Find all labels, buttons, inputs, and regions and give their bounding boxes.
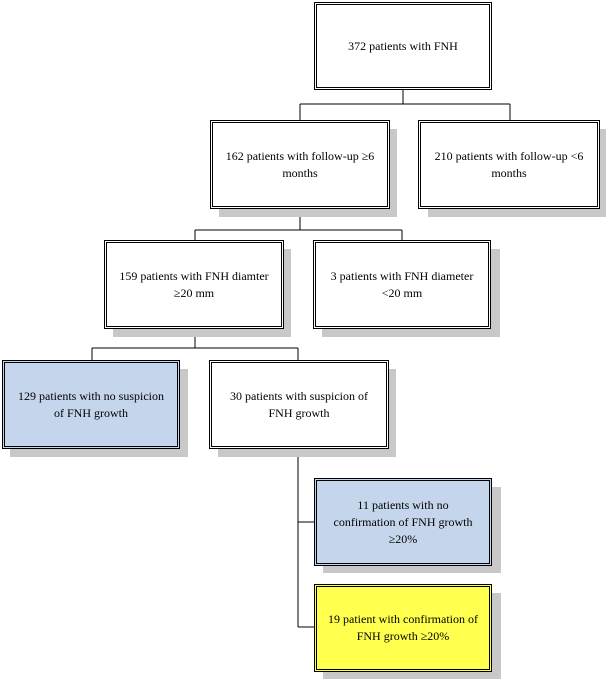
node-root: 372 patients with FNH: [314, 2, 492, 90]
node-suspicion-text: 30 patients with suspicion of FNH growth: [230, 388, 368, 420]
node-no-suspicion: 129 patients with no suspicion of FNH gr…: [2, 360, 180, 449]
node-confirmation: 19 patient with confirmation of FNH grow…: [314, 584, 492, 672]
node-diameter-lt20-text: 3 patients with FNH diameter <20 mm: [330, 268, 474, 300]
node-no-suspicion-text: 129 patients with no suspicion of FNH gr…: [18, 388, 164, 420]
node-suspicion: 30 patients with suspicion of FNH growth: [209, 360, 389, 449]
node-no-confirmation: 11 patients with no confirmation of FNH …: [314, 478, 492, 566]
node-diameter-ge20-text: 159 patients with FNH diamter ≥20 mm: [119, 268, 269, 300]
node-followup-lt6-text: 210 patients with follow-up <6 months: [434, 148, 584, 180]
node-no-confirmation-text: 11 patients with no confirmation of FNH …: [333, 497, 473, 546]
node-confirmation-text: 19 patient with confirmation of FNH grow…: [328, 612, 478, 643]
node-root-text: 372 patients with FNH: [348, 38, 458, 53]
node-followup-lt6: 210 patients with follow-up <6 months: [418, 120, 600, 209]
node-followup-ge6-text: 162 patients with follow-up ≥6 months: [225, 148, 375, 180]
node-followup-ge6: 162 patients with follow-up ≥6 months: [210, 120, 390, 209]
node-diameter-lt20: 3 patients with FNH diameter <20 mm: [313, 240, 491, 329]
node-diameter-ge20: 159 patients with FNH diamter ≥20 mm: [104, 240, 284, 329]
